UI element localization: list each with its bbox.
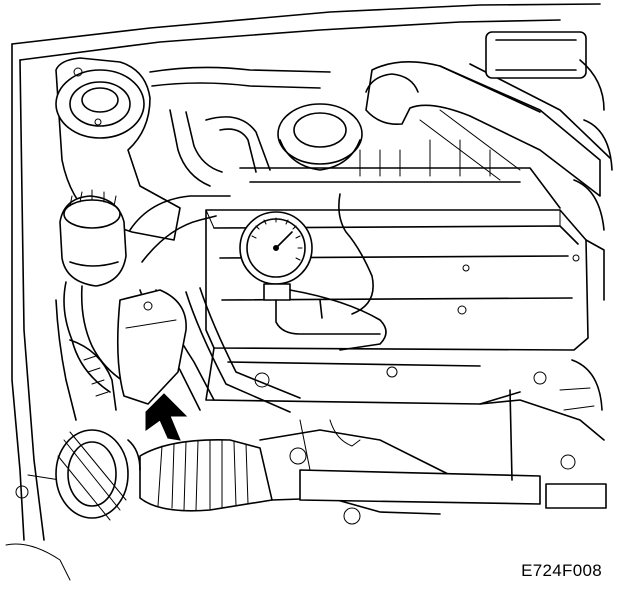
air-duct (116, 289, 187, 405)
body-panel (5, 3, 601, 581)
figure-code: E724F008 (521, 561, 602, 580)
coolant-tank (55, 57, 181, 241)
lower-engine (259, 389, 607, 525)
corrugated-hose (55, 429, 273, 521)
pressure-gauge (239, 193, 387, 351)
wiring-harness (239, 109, 561, 209)
left-lower-tubes (55, 299, 117, 421)
oil-filler-cap (277, 103, 363, 171)
right-components (559, 59, 613, 411)
upper-hoses (149, 66, 331, 187)
arrow-icon (145, 393, 188, 441)
power-steering-reservoir (59, 189, 129, 393)
intake-pipe (365, 31, 611, 197)
